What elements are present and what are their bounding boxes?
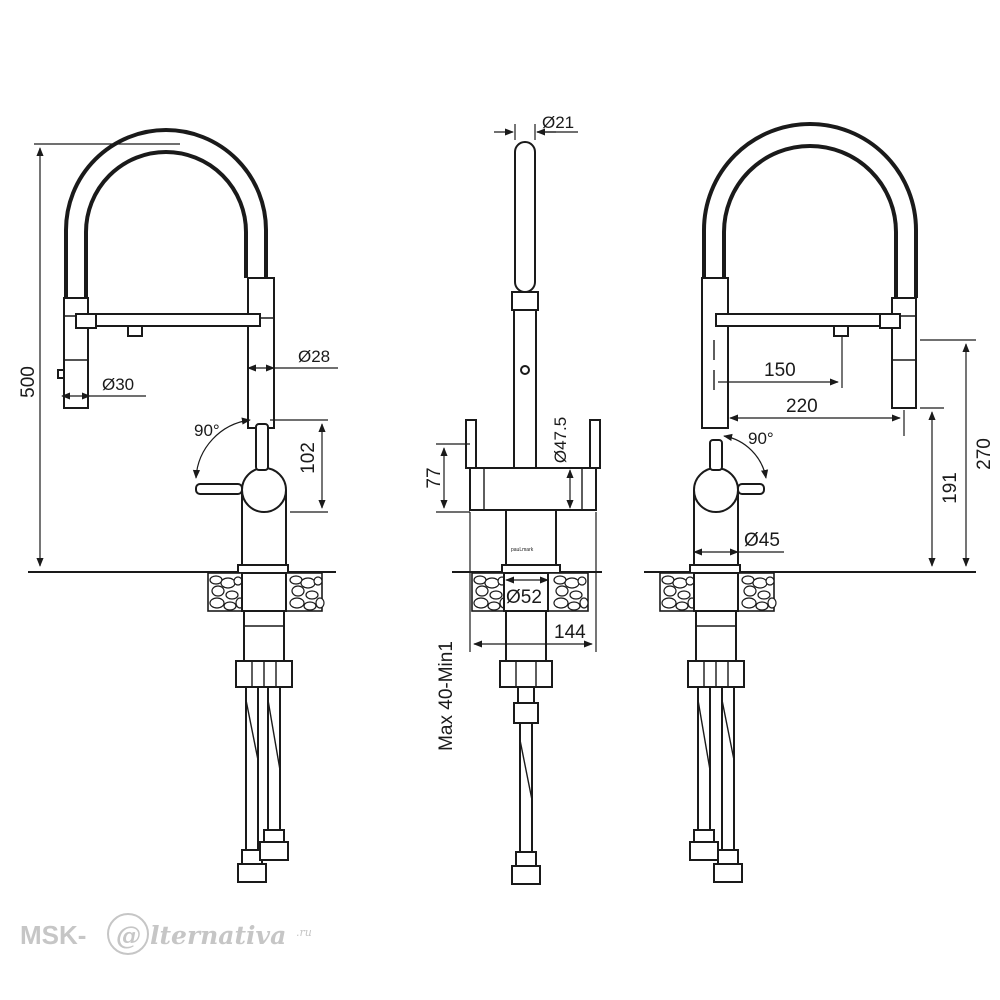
dim-base-width: 144 [554,622,586,643]
logo-prefix: MSK- [20,920,86,950]
lever-upright [255,423,269,471]
lever-horizontal [195,483,243,495]
lever-front-right [589,419,601,469]
fitting-left-a [237,863,267,883]
spout-tube [514,141,536,293]
dim-hose-diameter: Ø30 [102,375,134,394]
cartridge-circle [241,467,287,513]
shank-left [243,610,285,662]
body-column [247,277,275,429]
logo-word: lternativa [150,921,286,950]
dim-height-total: 500 [18,366,39,398]
hose-arc-inner [84,150,248,298]
dim-lever-angle-right: 90° [748,429,774,448]
hose-arc-inner-right [722,144,898,298]
spout-column [513,309,537,471]
product-mark: pauLmark [511,547,534,553]
dim-outlet-height: 191 [940,472,961,504]
dim-head-height: 270 [974,438,995,470]
dim-base-diameter: Ø52 [506,587,542,608]
dim-body-diameter-left: Ø28 [298,347,330,366]
dim-lever-height: 102 [298,442,319,474]
dim-reach-short: 150 [764,360,796,381]
dim-lever-angle-left: 90° [194,421,220,440]
fitting-center [511,865,541,885]
logo-at: @ [116,921,141,950]
right-side-view: 150 220 90° Ø45 191 270 [644,122,995,883]
dim-body-diameter-front: Ø47.5 [551,417,570,463]
holder-arm [91,313,261,327]
dim-block-height: 77 [424,467,445,488]
front-body-lower [505,509,557,566]
dim-spout-diameter: Ø21 [542,113,574,132]
mixer-block [469,467,597,511]
logo-domain: .ru [296,926,312,939]
logo-at-ring [107,913,149,955]
dim-countertop-thickness: Max 40-Min1 [436,641,457,751]
lever-horizontal-right [737,483,765,495]
fitting-right-a [689,841,719,861]
hose-arc-outer [64,128,268,298]
fitting-left-b [259,841,289,861]
front-view: pauLmark Ø21 Ø47.5 77 [424,113,602,885]
body-column-right [701,277,729,429]
holder-arm-right [715,313,897,327]
dim-reach-long: 220 [786,396,818,417]
fitting-right-b [713,863,743,883]
left-side-view: 500 Ø30 Ø28 102 90° [18,128,338,883]
dim-body-diameter-right: Ø45 [744,530,780,551]
nut-center [499,660,553,688]
hose-arc-outer-right [702,122,918,298]
watermark-logo: MSK- @ lternativa .ru [20,913,312,955]
lever-upright-right [709,439,723,471]
